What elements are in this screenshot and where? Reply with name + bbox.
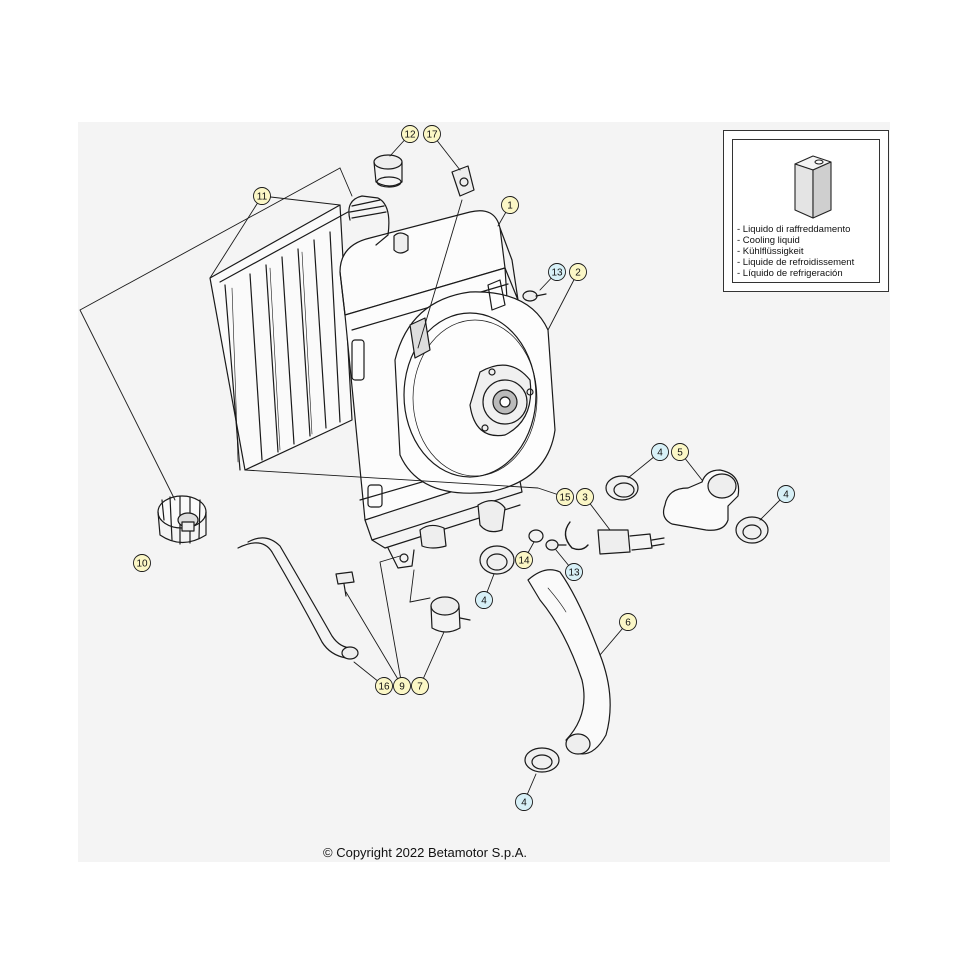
callout-number: 11 xyxy=(257,192,268,203)
legend-frame: - Liquido di raffreddamento - Cooling li… xyxy=(732,139,880,283)
callout-circle xyxy=(671,443,689,461)
callout-4: 4 xyxy=(777,485,795,503)
flange-bolt xyxy=(335,571,355,597)
callout-9: 9 xyxy=(393,677,411,695)
callout-circle xyxy=(401,125,419,143)
callout-16: 16 xyxy=(375,677,393,695)
callout-number: 3 xyxy=(582,493,588,504)
callout-circle xyxy=(375,677,393,695)
callout-circle xyxy=(253,187,271,205)
hose-clamp-b xyxy=(735,516,769,544)
callout-number: 4 xyxy=(481,596,487,607)
hose-clamp-a xyxy=(605,475,639,501)
callout-circle xyxy=(569,263,587,281)
callout-7: 7 xyxy=(411,677,429,695)
callout-circle xyxy=(651,443,669,461)
callout-circle xyxy=(411,677,429,695)
callout-circle xyxy=(423,125,441,143)
callout-circle xyxy=(556,488,574,506)
legend-item: - Liquide de refroidissement xyxy=(737,257,855,268)
cap-grommet xyxy=(373,154,403,188)
callout-3: 3 xyxy=(576,488,594,506)
callout-circle xyxy=(515,793,533,811)
callout-circle xyxy=(777,485,795,503)
callout-number: 13 xyxy=(551,268,563,279)
legend-item: - Kühlflüssigkeit xyxy=(737,246,804,257)
rubber-mount xyxy=(430,596,471,633)
callout-number: 16 xyxy=(378,682,390,693)
hose-clamp-d xyxy=(524,747,560,773)
callout-13: 13 xyxy=(565,563,583,581)
mounting-clip xyxy=(451,165,475,197)
screw-lower xyxy=(545,539,567,551)
callout-number: 6 xyxy=(625,618,631,629)
coolant-container-icon xyxy=(794,155,832,219)
callout-number: 17 xyxy=(426,130,438,141)
screw-upper xyxy=(522,290,547,302)
callout-circle xyxy=(475,591,493,609)
hose-clamp-c xyxy=(479,545,515,575)
callout-number: 14 xyxy=(518,556,530,567)
callout-number: 4 xyxy=(783,490,789,501)
lower-hose xyxy=(527,569,611,755)
callout-number: 2 xyxy=(575,268,581,279)
cooling-fan xyxy=(394,279,556,494)
legend-box: - Liquido di raffreddamento - Cooling li… xyxy=(723,130,889,292)
callout-2: 2 xyxy=(569,263,587,281)
callout-14: 14 xyxy=(515,551,533,569)
callout-13: 13 xyxy=(548,263,566,281)
radiator-grille xyxy=(209,204,353,471)
callout-15: 15 xyxy=(556,488,574,506)
callout-number: 5 xyxy=(677,448,683,459)
callout-circle xyxy=(393,677,411,695)
legend-item: - Liquido di raffreddamento xyxy=(737,224,851,235)
callout-circle xyxy=(133,554,151,572)
legend-item: - Líquido de refrigeración xyxy=(737,268,843,279)
callout-4: 4 xyxy=(651,443,669,461)
callout-number: 13 xyxy=(568,568,580,579)
callout-11: 11 xyxy=(253,187,271,205)
legend-item: - Cooling liquid xyxy=(737,235,800,246)
callout-number: 4 xyxy=(521,798,527,809)
callout-number: 10 xyxy=(136,559,148,570)
callout-5: 5 xyxy=(671,443,689,461)
callout-12: 12 xyxy=(401,125,419,143)
legend-list: - Liquido di raffreddamento - Cooling li… xyxy=(737,224,854,279)
retaining-clip xyxy=(564,521,589,551)
o-ring xyxy=(528,529,544,543)
callout-circle xyxy=(619,613,637,631)
callout-circle xyxy=(515,551,533,569)
callout-4: 4 xyxy=(515,793,533,811)
callout-1: 1 xyxy=(501,196,519,214)
callout-number: 7 xyxy=(417,682,423,693)
callout-number: 1 xyxy=(507,201,513,212)
callout-circle xyxy=(576,488,594,506)
callout-circle xyxy=(501,196,519,214)
callout-circle xyxy=(565,563,583,581)
breather-hose xyxy=(237,542,347,659)
callout-10: 10 xyxy=(133,554,151,572)
callout-6: 6 xyxy=(619,613,637,631)
callout-circle xyxy=(548,263,566,281)
callout-number: 12 xyxy=(404,130,416,141)
radiator-cap xyxy=(157,495,207,545)
fan-switch xyxy=(597,529,665,555)
callout-number: 15 xyxy=(559,493,571,504)
callout-number: 4 xyxy=(657,448,663,459)
callout-number: 9 xyxy=(399,682,405,693)
callout-17: 17 xyxy=(423,125,441,143)
copyright-notice: © Copyright 2022 Betamotor S.p.A. xyxy=(323,845,527,860)
callout-4: 4 xyxy=(475,591,493,609)
